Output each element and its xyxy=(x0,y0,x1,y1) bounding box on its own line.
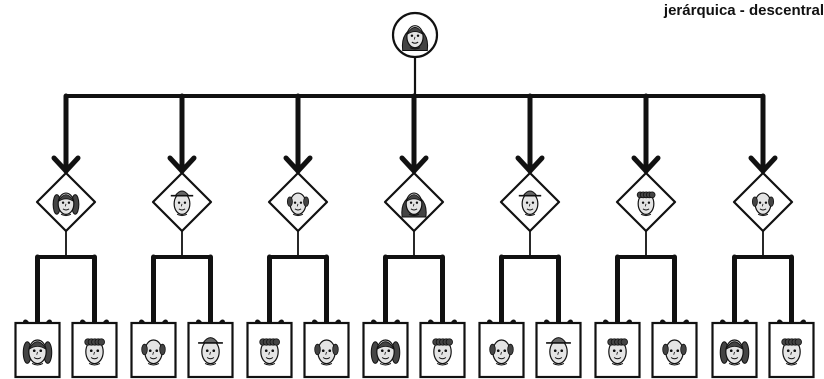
manager-node xyxy=(35,171,97,233)
subordinate-node xyxy=(651,321,698,379)
arrow-head xyxy=(283,155,313,174)
subordinate-node xyxy=(130,321,177,379)
subordinate-box xyxy=(594,321,641,379)
manager-node xyxy=(151,171,213,233)
subordinate-node xyxy=(535,321,582,379)
arrow-head xyxy=(515,155,545,174)
face-bald-icon xyxy=(141,339,166,366)
nodes xyxy=(14,11,815,379)
diagram-caption: jerárquica - descentral xyxy=(663,2,824,19)
face-hat-icon xyxy=(546,337,571,366)
face-bald-icon xyxy=(286,192,310,217)
subordinate-node xyxy=(14,321,61,379)
arrow-head xyxy=(51,155,81,174)
arrow-head xyxy=(631,155,661,174)
face-curly-hair-icon xyxy=(84,338,105,366)
face-bald-icon xyxy=(489,339,514,366)
face-long-hair-icon xyxy=(402,25,428,51)
face-curly-hair-icon xyxy=(259,338,280,366)
face-bald-icon xyxy=(314,339,339,366)
subordinate-node xyxy=(768,321,815,379)
face-curly-hair-icon xyxy=(432,338,453,366)
face-hat-icon xyxy=(518,190,542,217)
subordinate-node xyxy=(478,321,525,379)
face-curly-hair-icon xyxy=(607,338,628,366)
arrow-head xyxy=(748,155,778,174)
root-node xyxy=(391,11,439,59)
subordinate-node xyxy=(711,321,758,379)
subordinate-node xyxy=(303,321,350,379)
face-pigtails-icon xyxy=(22,339,53,366)
face-curly-hair-icon xyxy=(781,338,802,366)
subordinate-node xyxy=(246,321,293,379)
face-long-hair-icon xyxy=(401,192,427,218)
subordinate-node xyxy=(594,321,641,379)
manager-node xyxy=(615,171,677,233)
subordinate-node xyxy=(187,321,234,379)
subordinate-box xyxy=(478,321,525,379)
face-hat-icon xyxy=(170,190,194,217)
manager-node xyxy=(732,171,794,233)
arrow-head xyxy=(167,155,197,174)
manager-node xyxy=(499,171,561,233)
face-hat-icon xyxy=(198,337,223,366)
manager-node xyxy=(267,171,329,233)
arrow-head xyxy=(399,155,429,174)
face-pigtails-icon xyxy=(52,192,80,217)
manager-node xyxy=(383,171,445,233)
subordinate-node xyxy=(362,321,409,379)
face-bald-icon xyxy=(751,192,775,217)
face-pigtails-icon xyxy=(719,339,750,366)
face-curly-hair-icon xyxy=(636,191,656,217)
subordinate-node xyxy=(419,321,466,379)
face-pigtails-icon xyxy=(370,339,401,366)
face-bald-icon xyxy=(662,339,687,366)
subordinate-node xyxy=(71,321,118,379)
